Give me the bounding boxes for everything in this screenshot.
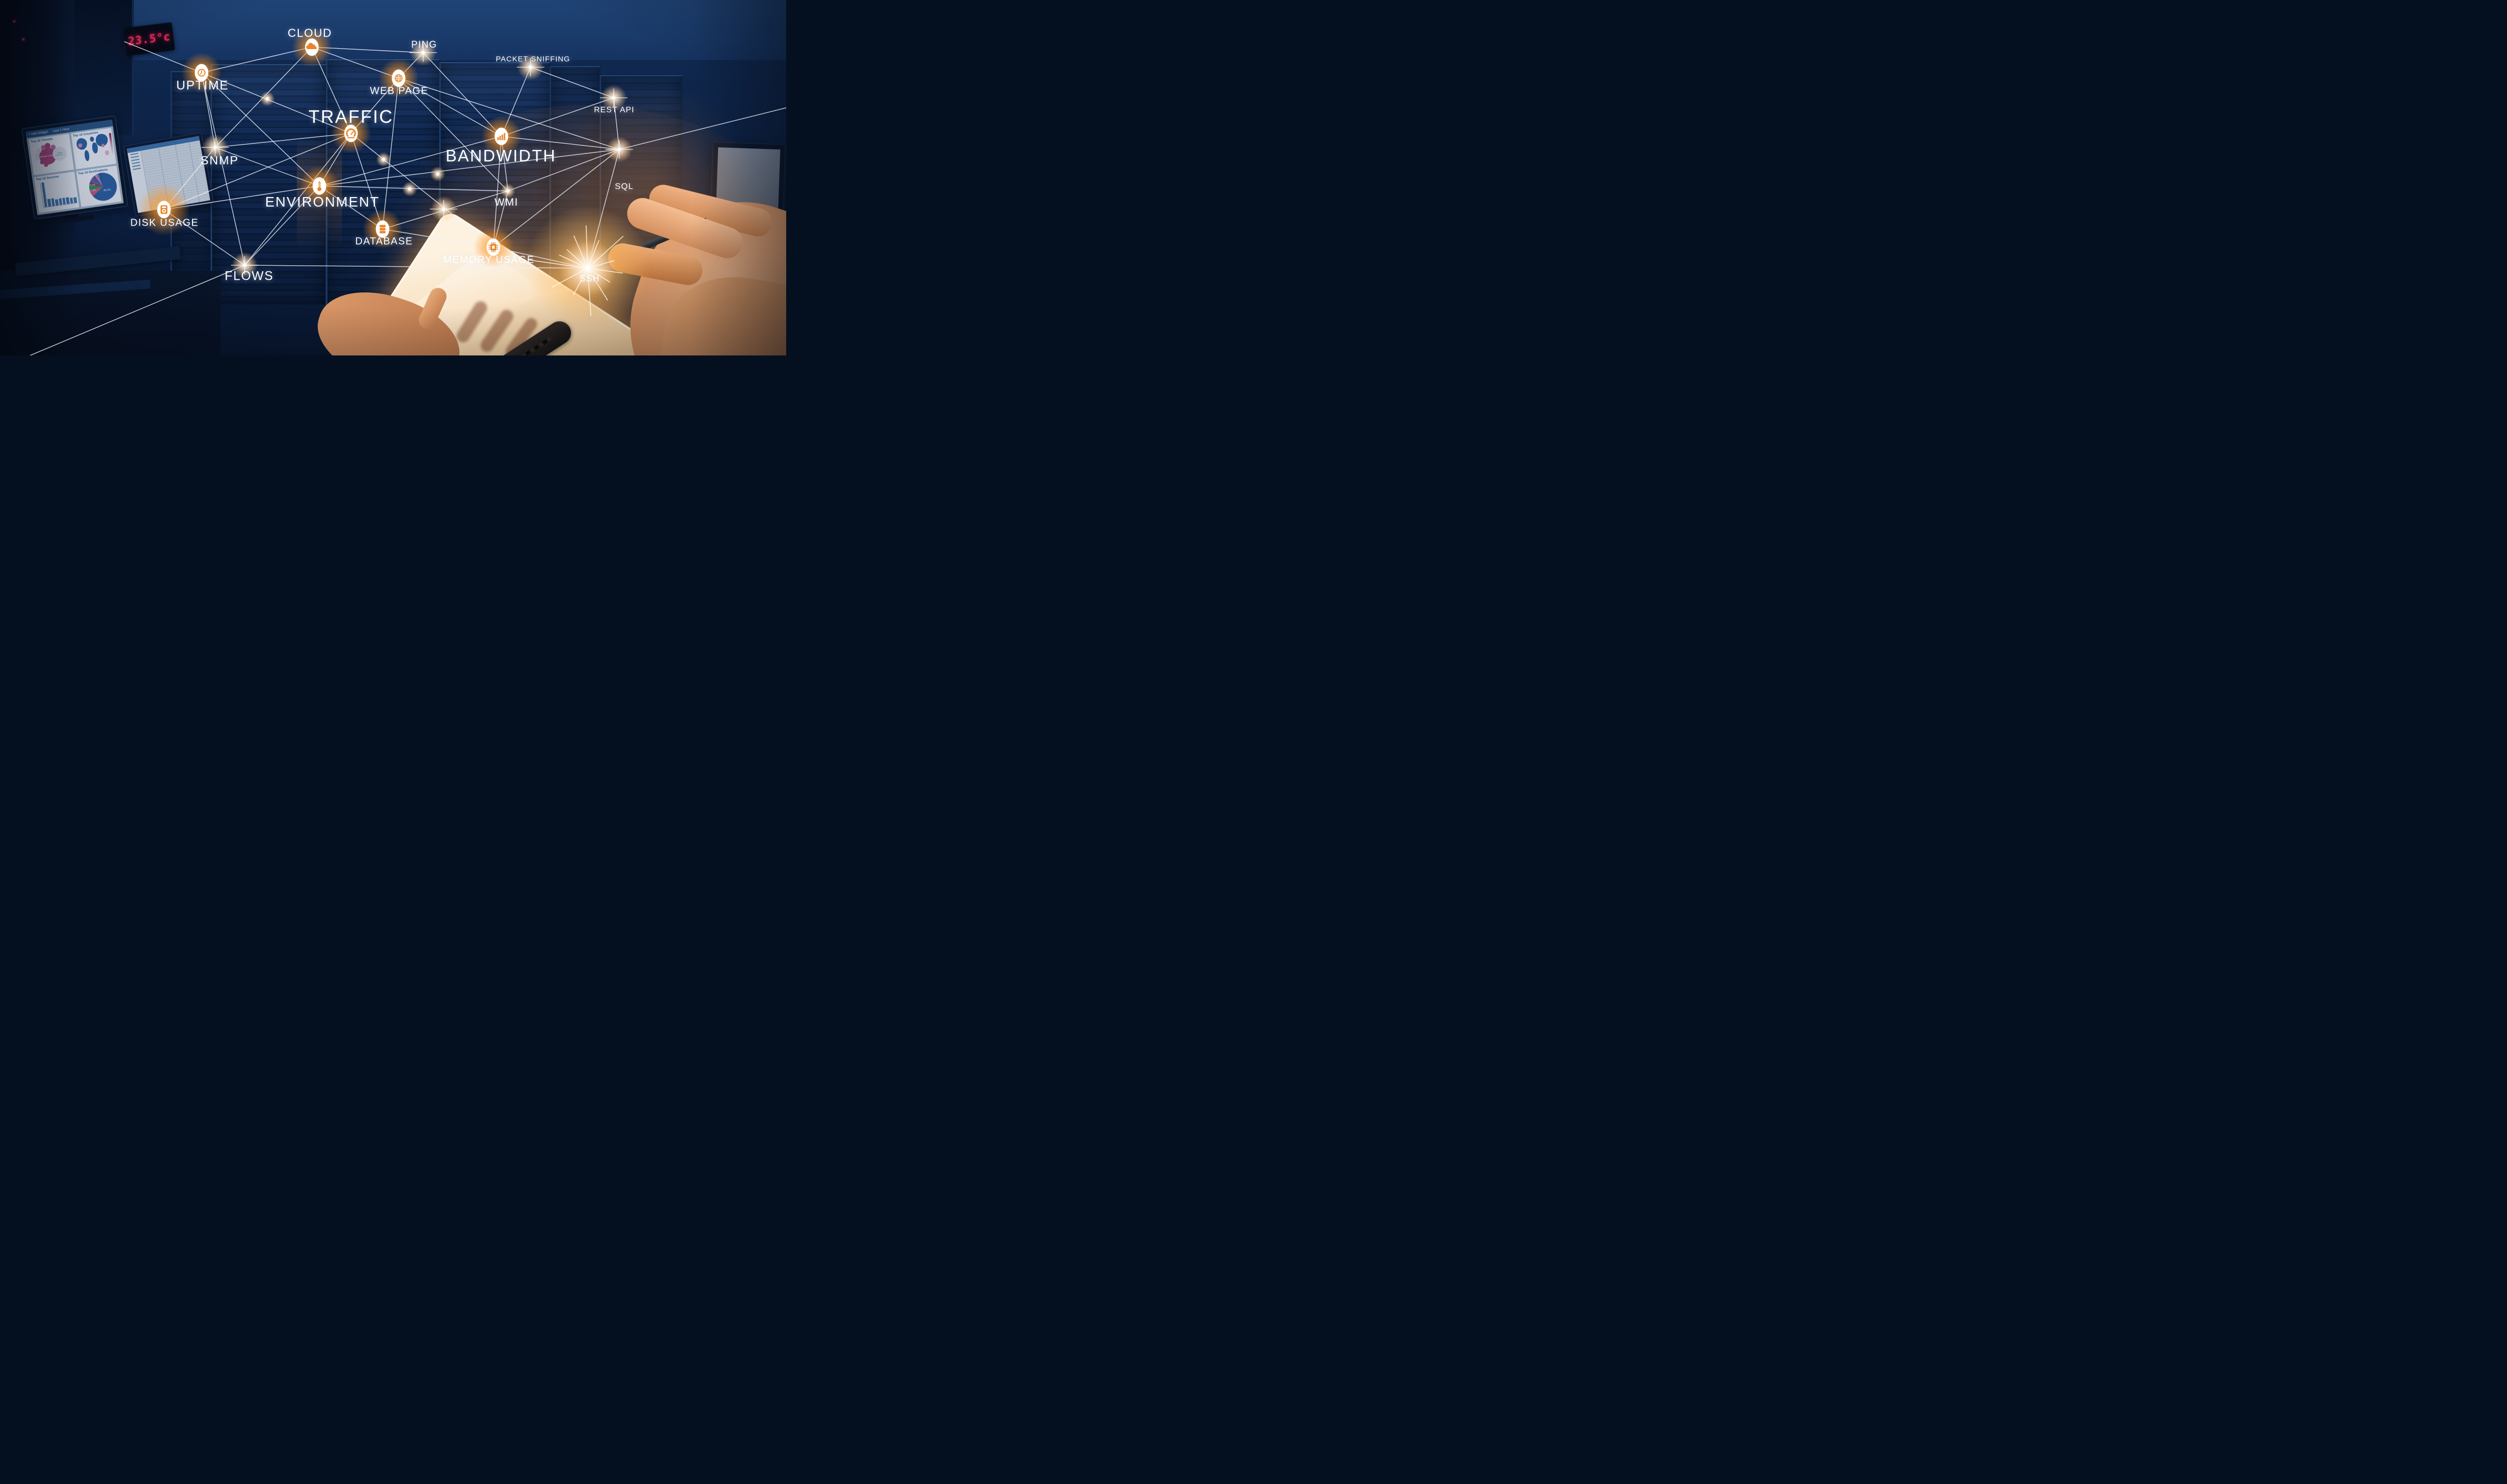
node-label-wmi: WMI (494, 197, 518, 208)
edge-line (244, 265, 588, 269)
edge-line (619, 107, 786, 150)
node-label-uptime: UPTIME (176, 78, 229, 93)
node-label-database: DATABASE (355, 236, 413, 247)
node-label-ssh: SSH (579, 273, 600, 284)
junction-dot (430, 166, 445, 181)
node-label-flows: FLOWS (225, 269, 274, 283)
ssh-flare (527, 225, 624, 316)
edge-line (201, 72, 245, 266)
node-label-snmp: SNMP (200, 154, 239, 167)
node-label-memory: MEMORY USAGE (443, 254, 534, 266)
node-label-cloud: CLOUD (287, 26, 332, 40)
node-label-bandwidth: BANDWIDTH (445, 146, 557, 165)
sql-junction (605, 136, 633, 162)
node-label-packet: PACKET SNIFFING (495, 55, 571, 64)
node-label-ping: PING (411, 40, 437, 50)
network-overlay (30, 27, 786, 355)
edge-line (215, 133, 351, 148)
scene: 23.5°c + Add Widget Last 1 Hour Top 10 T… (0, 0, 786, 355)
node-label-environment: ENVIRONMENT (265, 194, 380, 210)
edge-line (530, 67, 614, 98)
node-label-traffic: TRAFFIC (308, 106, 394, 127)
edge-line (30, 265, 245, 355)
node-label-diskusage: DISK USAGE (130, 217, 199, 229)
junction-dot (402, 181, 417, 197)
node-label-sqlhub: SQL (615, 181, 634, 191)
node-label-webpage: WEB PAGE (370, 85, 429, 97)
junction-dot (260, 91, 275, 106)
junction-dot (376, 152, 391, 167)
node-label-restapi: REST API (594, 106, 635, 114)
